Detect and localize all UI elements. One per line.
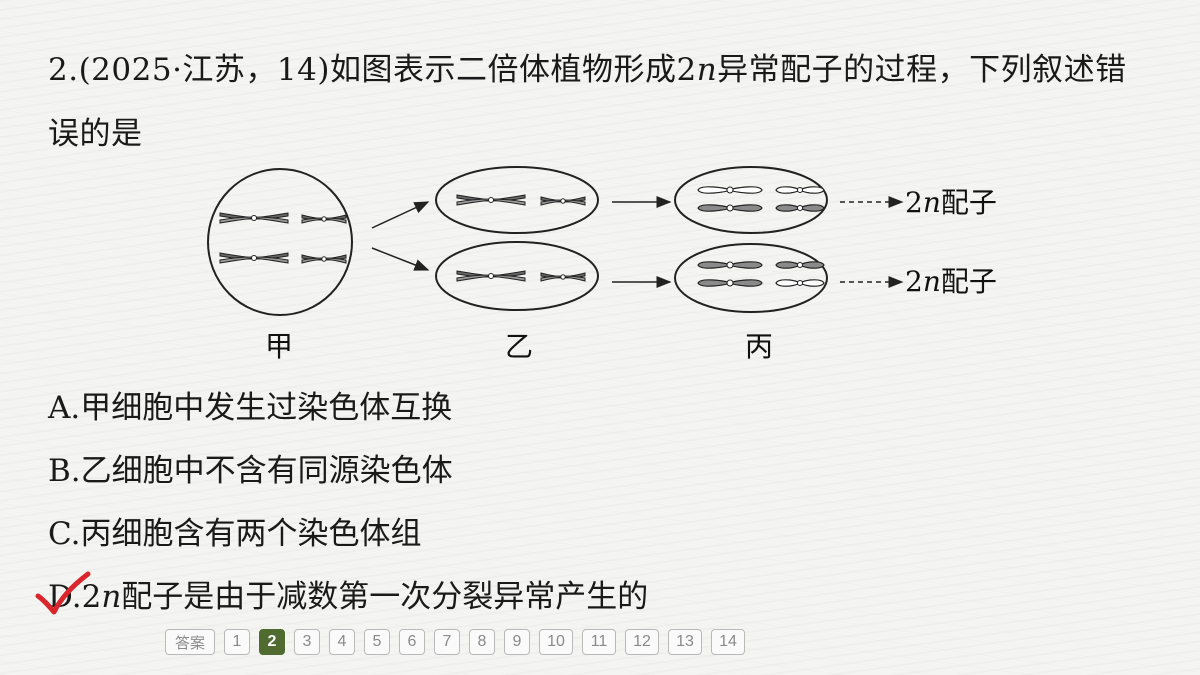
checkmark-icon	[35, 571, 91, 615]
cell-yi-top	[435, 166, 599, 234]
option-d-suffix: 配子是由于减数第一次分裂异常产生的	[121, 579, 649, 615]
page-button-1[interactable]: 1	[224, 629, 250, 655]
option-b[interactable]: B.乙细胞中不含有同源染色体	[48, 453, 453, 489]
answer-button[interactable]: 答案	[165, 629, 215, 655]
gamete-label-top: 2n配子	[905, 186, 997, 219]
question-prefix: 2.(2025·江苏，14)如图表示二倍体植物形成2	[48, 52, 697, 88]
cell-label-bing: 丙	[745, 330, 773, 363]
question-italic-n: n	[696, 52, 718, 88]
page-button-10[interactable]: 10	[539, 629, 573, 655]
option-c[interactable]: C.丙细胞含有两个染色体组	[48, 516, 422, 552]
option-d[interactable]: D.2n配子是由于减数第一次分裂异常产生的	[48, 577, 648, 617]
page-button-14[interactable]: 14	[711, 629, 745, 655]
page-button-13[interactable]: 13	[668, 629, 702, 655]
page-button-7[interactable]: 7	[434, 629, 460, 655]
page-button-8[interactable]: 8	[469, 629, 495, 655]
page-button-12[interactable]: 12	[625, 629, 659, 655]
figure-svg: 2n配子 2n配子 甲 乙 丙	[207, 166, 997, 363]
question-suffix: 异常配子的过程，下列叙述错误的是	[48, 52, 1127, 152]
question-stem: 2.(2025·江苏，14)如图表示二倍体植物形成2n异常配子的过程，下列叙述错…	[48, 38, 1158, 166]
cell-bing-bottom	[674, 243, 828, 313]
page-button-9[interactable]: 9	[504, 629, 530, 655]
cell-bing-top	[674, 166, 828, 234]
cell-division-figure: 2n配子 2n配子 甲 乙 丙	[200, 160, 1030, 370]
page-button-2[interactable]: 2	[259, 629, 285, 655]
page-button-4[interactable]: 4	[329, 629, 355, 655]
option-a[interactable]: A.甲细胞中发生过染色体互换	[48, 390, 453, 426]
cell-label-yi: 乙	[505, 330, 533, 363]
cell-yi-bottom	[435, 241, 599, 311]
question-navigation: 答案 1 2 3 4 5 6 7 8 9 10 11 12 13 14	[165, 628, 745, 656]
page-button-6[interactable]: 6	[399, 629, 425, 655]
arrow-jia-to-yi-bottom	[371, 247, 430, 271]
page-button-11[interactable]: 11	[582, 629, 616, 655]
page-button-5[interactable]: 5	[364, 629, 390, 655]
option-d-italic-n: n	[101, 579, 122, 615]
cell-label-jia: 甲	[265, 330, 293, 363]
gamete-label-bottom: 2n配子	[905, 265, 997, 298]
arrow-jia-to-yi-top	[371, 201, 430, 229]
cell-jia	[207, 168, 353, 316]
page-button-3[interactable]: 3	[294, 629, 320, 655]
